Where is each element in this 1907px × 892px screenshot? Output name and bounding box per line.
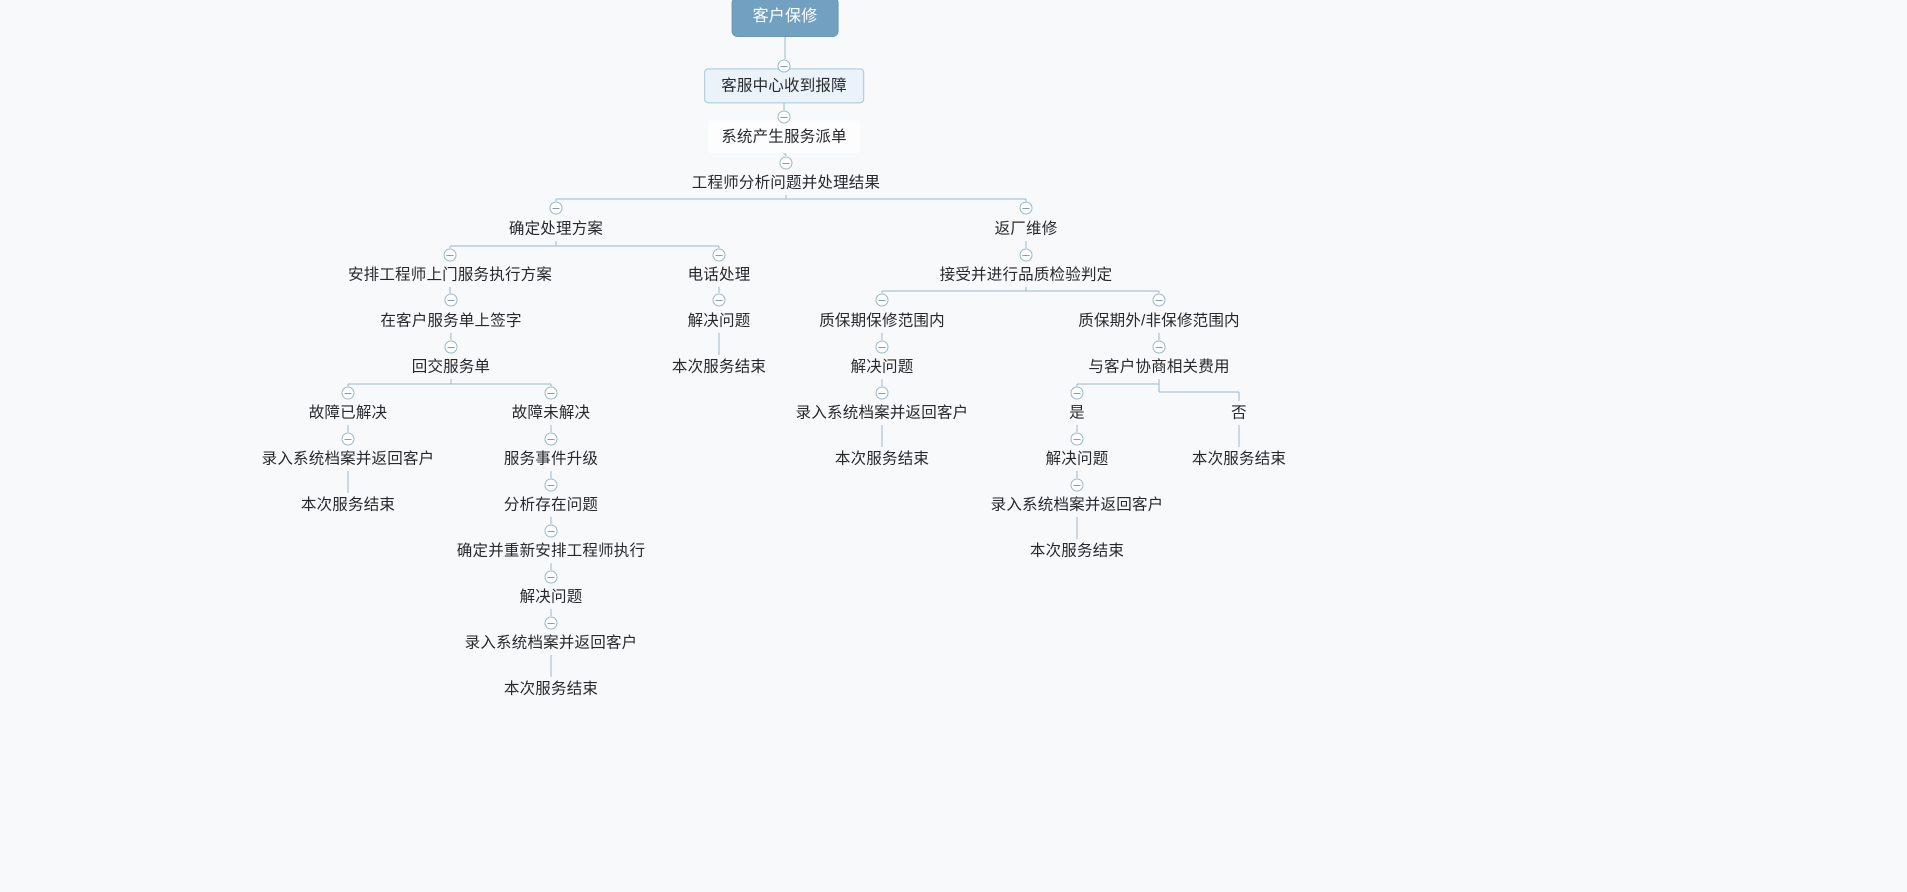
mindmap-node[interactable]: 质保期保修范围内 bbox=[819, 312, 945, 330]
collapse-minus-icon[interactable] bbox=[544, 478, 558, 492]
mindmap-node[interactable]: 解决问题 bbox=[519, 588, 583, 606]
mindmap-node[interactable]: 与客户协商相关费用 bbox=[1088, 358, 1230, 376]
mindmap-node[interactable]: 解决问题 bbox=[687, 312, 751, 330]
mindmap-node[interactable]: 返厂维修 bbox=[994, 220, 1058, 238]
collapse-minus-icon[interactable] bbox=[712, 293, 726, 307]
mindmap-node[interactable]: 回交服务单 bbox=[411, 358, 491, 376]
collapse-minus-icon[interactable] bbox=[777, 59, 791, 73]
collapse-minus-icon[interactable] bbox=[1070, 478, 1084, 492]
collapse-minus-icon[interactable] bbox=[444, 293, 458, 307]
collapse-minus-icon[interactable] bbox=[1070, 386, 1084, 400]
collapse-minus-icon[interactable] bbox=[1019, 201, 1033, 215]
mindmap-node[interactable]: 客服中心收到报障 bbox=[704, 68, 864, 104]
collapse-minus-icon[interactable] bbox=[544, 432, 558, 446]
collapse-minus-icon[interactable] bbox=[341, 386, 355, 400]
collapse-minus-icon[interactable] bbox=[544, 570, 558, 584]
mindmap-node[interactable]: 录入系统档案并返回客户 bbox=[261, 450, 435, 468]
mindmap-node[interactable]: 本次服务结束 bbox=[834, 450, 930, 468]
collapse-minus-icon[interactable] bbox=[875, 293, 889, 307]
mindmap-node[interactable]: 故障已解决 bbox=[308, 404, 388, 422]
collapse-minus-icon[interactable] bbox=[1070, 432, 1084, 446]
collapse-minus-icon[interactable] bbox=[443, 248, 457, 262]
collapse-minus-icon[interactable] bbox=[549, 201, 563, 215]
mindmap-node[interactable]: 确定处理方案 bbox=[508, 220, 604, 238]
root-node[interactable]: 客户保修 bbox=[731, 0, 839, 37]
collapse-minus-icon[interactable] bbox=[777, 110, 791, 124]
mindmap-node[interactable]: 在客户服务单上签字 bbox=[380, 312, 522, 330]
mindmap-node[interactable]: 本次服务结束 bbox=[1191, 450, 1287, 468]
mindmap-node[interactable]: 接受并进行品质检验判定 bbox=[939, 266, 1113, 284]
collapse-minus-icon[interactable] bbox=[875, 386, 889, 400]
mindmap-node[interactable]: 本次服务结束 bbox=[503, 680, 599, 698]
mindmap-node[interactable]: 解决问题 bbox=[1045, 450, 1109, 468]
collapse-minus-icon[interactable] bbox=[712, 248, 726, 262]
mindmap-node[interactable]: 安排工程师上门服务执行方案 bbox=[347, 266, 553, 284]
collapse-minus-icon[interactable] bbox=[544, 524, 558, 538]
mindmap-node[interactable]: 服务事件升级 bbox=[503, 450, 599, 468]
collapse-minus-icon[interactable] bbox=[779, 156, 793, 170]
mindmap-node[interactable]: 录入系统档案并返回客户 bbox=[990, 496, 1164, 514]
collapse-minus-icon[interactable] bbox=[1152, 340, 1166, 354]
mindmap-node[interactable]: 录入系统档案并返回客户 bbox=[464, 634, 638, 652]
mindmap-node[interactable]: 解决问题 bbox=[850, 358, 914, 376]
mindmap-node[interactable]: 系统产生服务派单 bbox=[708, 120, 860, 154]
mindmap-node[interactable]: 录入系统档案并返回客户 bbox=[795, 404, 969, 422]
mindmap-node[interactable]: 本次服务结束 bbox=[300, 496, 396, 514]
mindmap-node[interactable]: 电话处理 bbox=[687, 266, 751, 284]
collapse-minus-icon[interactable] bbox=[1152, 293, 1166, 307]
mindmap-node[interactable]: 故障未解决 bbox=[511, 404, 591, 422]
collapse-minus-icon[interactable] bbox=[544, 616, 558, 630]
mindmap-node[interactable]: 否 bbox=[1231, 404, 1247, 422]
mindmap-node[interactable]: 分析存在问题 bbox=[503, 496, 599, 514]
collapse-minus-icon[interactable] bbox=[341, 432, 355, 446]
mindmap-node[interactable]: 是 bbox=[1069, 404, 1085, 422]
collapse-minus-icon[interactable] bbox=[444, 340, 458, 354]
mindmap-node[interactable]: 本次服务结束 bbox=[671, 358, 767, 376]
collapse-minus-icon[interactable] bbox=[1019, 248, 1033, 262]
mindmap-node[interactable]: 本次服务结束 bbox=[1029, 542, 1125, 560]
collapse-minus-icon[interactable] bbox=[544, 386, 558, 400]
mindmap-node[interactable]: 质保期外/非保修范围内 bbox=[1078, 312, 1240, 330]
mindmap-node[interactable]: 确定并重新安排工程师执行 bbox=[456, 542, 646, 560]
collapse-minus-icon[interactable] bbox=[875, 340, 889, 354]
mindmap-node[interactable]: 工程师分析问题并处理结果 bbox=[691, 174, 881, 192]
